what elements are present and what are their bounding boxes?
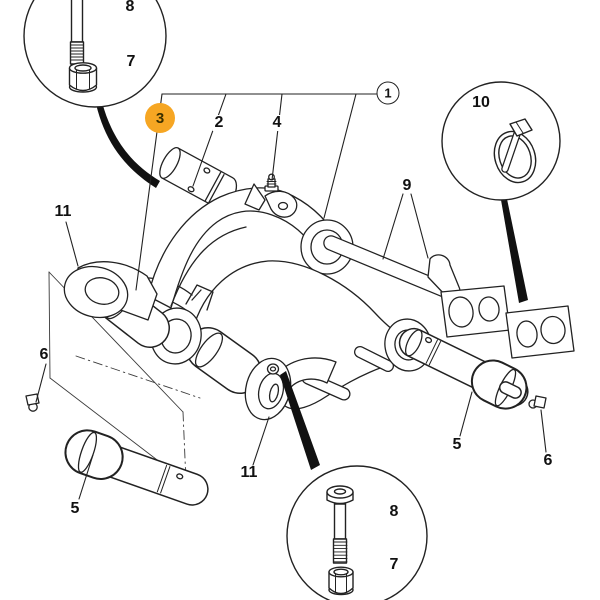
callout-2[interactable]: 2 <box>212 114 226 131</box>
callout-6-left[interactable]: 6 <box>39 346 49 363</box>
callout-1-circled[interactable]: 1 <box>376 81 400 105</box>
front-arch-drawing <box>185 260 410 410</box>
callout-5-right[interactable]: 5 <box>452 436 462 453</box>
nut-top-drawing <box>68 62 98 93</box>
callout-7-bottom[interactable]: 7 <box>389 556 399 573</box>
linch-pin-right-drawing <box>528 395 547 409</box>
callout-6-right[interactable]: 6 <box>543 452 553 469</box>
bolt-inset-bottom <box>286 465 428 600</box>
left-pin-drawing <box>25 393 209 506</box>
bolt-inset-top <box>23 0 167 108</box>
callout-7-top[interactable]: 7 <box>126 53 136 70</box>
callout-10[interactable]: 10 <box>472 94 490 111</box>
callout-8-top[interactable]: 8 <box>125 0 135 15</box>
callout-11-left[interactable]: 11 <box>54 203 72 220</box>
pointer-wedges <box>96 102 528 470</box>
callout-9[interactable]: 9 <box>402 177 412 194</box>
right-pin-drawing <box>384 318 547 410</box>
callout-8-bottom[interactable]: 8 <box>389 503 399 520</box>
callout-3-highlighted[interactable]: 3 <box>145 103 175 133</box>
lynch-pin-inset <box>441 81 561 201</box>
nut-bottom-drawing <box>328 566 354 596</box>
grease-nipple-drawing <box>264 173 279 192</box>
shim-plates-drawing <box>440 285 575 359</box>
center-link-drawing <box>244 357 337 421</box>
left-link-drawing <box>63 261 158 321</box>
callout-4[interactable]: 4 <box>270 114 284 131</box>
callout-5-left[interactable]: 5 <box>70 500 80 517</box>
callout-11-center[interactable]: 11 <box>240 464 258 481</box>
